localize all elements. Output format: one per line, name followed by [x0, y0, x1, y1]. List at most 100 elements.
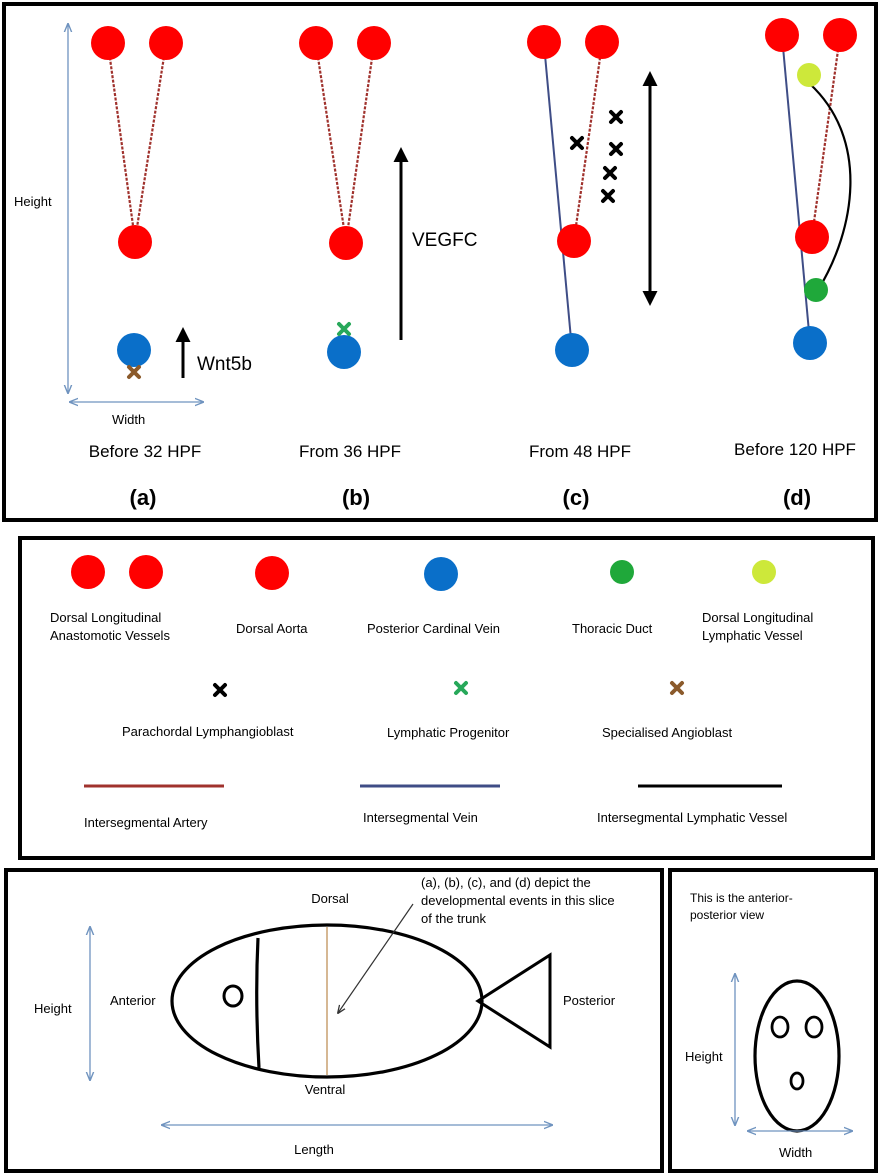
parachordal-lymphangioblast-marker — [609, 110, 623, 124]
legend-swatch-thoracic-duct — [610, 560, 634, 584]
ap-mouth — [789, 1071, 805, 1091]
dllv-node — [797, 63, 821, 87]
legend-swatch-dlav — [129, 555, 163, 589]
legend-label-dllv-line2: Lymphatic Vessel — [702, 628, 803, 643]
width-axis-label: Width — [112, 412, 145, 427]
thoracic-duct-node — [804, 278, 828, 302]
stage-label-b: From 36 HPF — [299, 442, 401, 461]
legend-panel-border — [18, 536, 875, 860]
fish-note-line2: developmental events in this slice — [421, 893, 615, 908]
dlav-node — [149, 26, 183, 60]
anterior-posterior-view-panel: This is the anterior- posterior view Hei… — [668, 868, 878, 1173]
intersegmental-lymphatic-vessel-line — [809, 83, 852, 291]
legend-label-pcv: Posterior Cardinal Vein — [367, 621, 500, 636]
legend-swatch-angioblast — [670, 681, 684, 695]
ap-height-label: Height — [685, 1049, 723, 1064]
legend-label-vein: Intersegmental Vein — [363, 810, 478, 825]
legend-panel: Dorsal Longitudinal Anastomotic Vessels … — [18, 536, 875, 860]
legend-label-dorsal-aorta: Dorsal Aorta — [236, 621, 308, 636]
panel-letter-d: (d) — [783, 485, 811, 510]
intersegmental-artery-line — [106, 43, 137, 241]
legend-item-parachordal: Parachordal Lymphangioblast — [122, 683, 294, 739]
legend-item-progenitor: Lymphatic Progenitor — [387, 681, 510, 740]
dlav-node — [585, 25, 619, 59]
fish-eye — [222, 984, 244, 1008]
dlav-node — [357, 26, 391, 60]
dlav-node — [91, 26, 125, 60]
dorsal-aorta-node — [118, 225, 152, 259]
ap-note-line1: This is the anterior- — [690, 891, 793, 905]
posterior-cardinal-vein-node — [117, 333, 151, 367]
fish-length-label: Length — [294, 1142, 334, 1157]
ap-body-outline — [753, 979, 841, 1133]
fish-height-label: Height — [34, 1001, 72, 1016]
parachordal-lymphangioblast-marker — [603, 166, 617, 180]
panel-letter-a: (a) — [130, 485, 157, 510]
legend-item-artery: Intersegmental Artery — [84, 784, 224, 830]
legend-label-angioblast: Specialised Angioblast — [602, 725, 732, 740]
legend-label-artery: Intersegmental Artery — [84, 815, 208, 830]
intersegmental-artery-line — [133, 43, 168, 241]
fish-note-line1: (a), (b), (c), and (d) depict the — [421, 875, 591, 890]
legend-swatch-pcv — [424, 557, 458, 591]
legend-item-dllv: Dorsal Longitudinal Lymphatic Vessel — [702, 560, 813, 643]
intersegmental-vein-line — [543, 43, 573, 351]
intersegmental-artery-line — [314, 43, 348, 243]
fish-note-line3: of the trunk — [421, 911, 487, 926]
intersegmental-artery-line — [810, 35, 842, 237]
panel-a: Height Width Wnt5b Before 32 HPF (a) — [14, 24, 252, 510]
posterior-cardinal-vein-node — [327, 335, 361, 369]
dlav-node — [527, 25, 561, 59]
fish-ventral-label: Ventral — [305, 1082, 346, 1097]
posterior-cardinal-vein-node — [555, 333, 589, 367]
legend-item-dorsal-aorta: Dorsal Aorta — [236, 556, 308, 636]
lymphatic-progenitor-marker — [337, 322, 351, 336]
fish-lateral-view-panel: Height Dorsal Ventral Anterior Posterior… — [4, 868, 664, 1173]
stages-panel-border — [2, 2, 878, 522]
ap-eye-right — [804, 1015, 824, 1039]
ap-panel-border — [668, 868, 878, 1173]
legend-swatch-parachordal — [213, 683, 227, 697]
legend-label-progenitor: Lymphatic Progenitor — [387, 725, 510, 740]
vegfc-label: VEGFC — [412, 230, 477, 251]
legend-label-dllv-line1: Dorsal Longitudinal — [702, 610, 813, 625]
height-axis-label: Height — [14, 194, 52, 209]
legend-label-lymph: Intersegmental Lymphatic Vessel — [597, 810, 787, 825]
legend-label-parachordal: Parachordal Lymphangioblast — [122, 724, 294, 739]
legend-label-dlav-line2: Anastomotic Vessels — [50, 628, 170, 643]
dlav-node — [299, 26, 333, 60]
legend-swatch-progenitor — [454, 681, 468, 695]
dlav-node — [765, 18, 799, 52]
legend-swatch-dllv — [752, 560, 776, 584]
dorsal-aorta-node — [329, 226, 363, 260]
legend-swatch-dorsal-aorta — [255, 556, 289, 590]
legend-label-dlav-line1: Dorsal Longitudinal — [50, 610, 161, 625]
legend-item-thoracic-duct: Thoracic Duct — [572, 560, 653, 636]
legend-item-dlav: Dorsal Longitudinal Anastomotic Vessels — [50, 555, 170, 643]
fish-posterior-label: Posterior — [563, 993, 616, 1008]
parachordal-lymphangioblast-marker — [601, 189, 615, 203]
legend-label-thoracic-duct: Thoracic Duct — [572, 621, 653, 636]
parachordal-lymphangioblast-marker — [570, 136, 584, 150]
legend-item-lymph: Intersegmental Lymphatic Vessel — [597, 784, 787, 825]
fish-tail — [475, 952, 552, 1050]
fish-gill-line — [255, 937, 261, 1069]
fish-anterior-label: Anterior — [110, 993, 156, 1008]
legend-item-pcv: Posterior Cardinal Vein — [367, 557, 500, 636]
parachordal-lymphangioblast-marker — [609, 142, 623, 156]
fish-panel-border — [4, 868, 664, 1173]
fish-dorsal-label: Dorsal — [311, 891, 349, 906]
ap-note-line2: posterior view — [690, 908, 764, 922]
panel-b: VEGFC From 36 HPF (b) — [299, 26, 477, 510]
developmental-stages-panel: Height Width Wnt5b Before 32 HPF (a) — [2, 2, 878, 522]
legend-item-vein: Intersegmental Vein — [360, 784, 500, 825]
stage-label-a: Before 32 HPF — [89, 442, 201, 461]
dorsal-aorta-node — [795, 220, 829, 254]
stage-label-c: From 48 HPF — [529, 442, 631, 461]
specialised-angioblast-marker — [127, 365, 141, 379]
slice-pointer-arrow — [338, 903, 414, 1013]
legend-swatch-dlav — [71, 555, 105, 589]
dorsal-aorta-node — [557, 224, 591, 258]
legend-item-angioblast: Specialised Angioblast — [602, 681, 732, 740]
